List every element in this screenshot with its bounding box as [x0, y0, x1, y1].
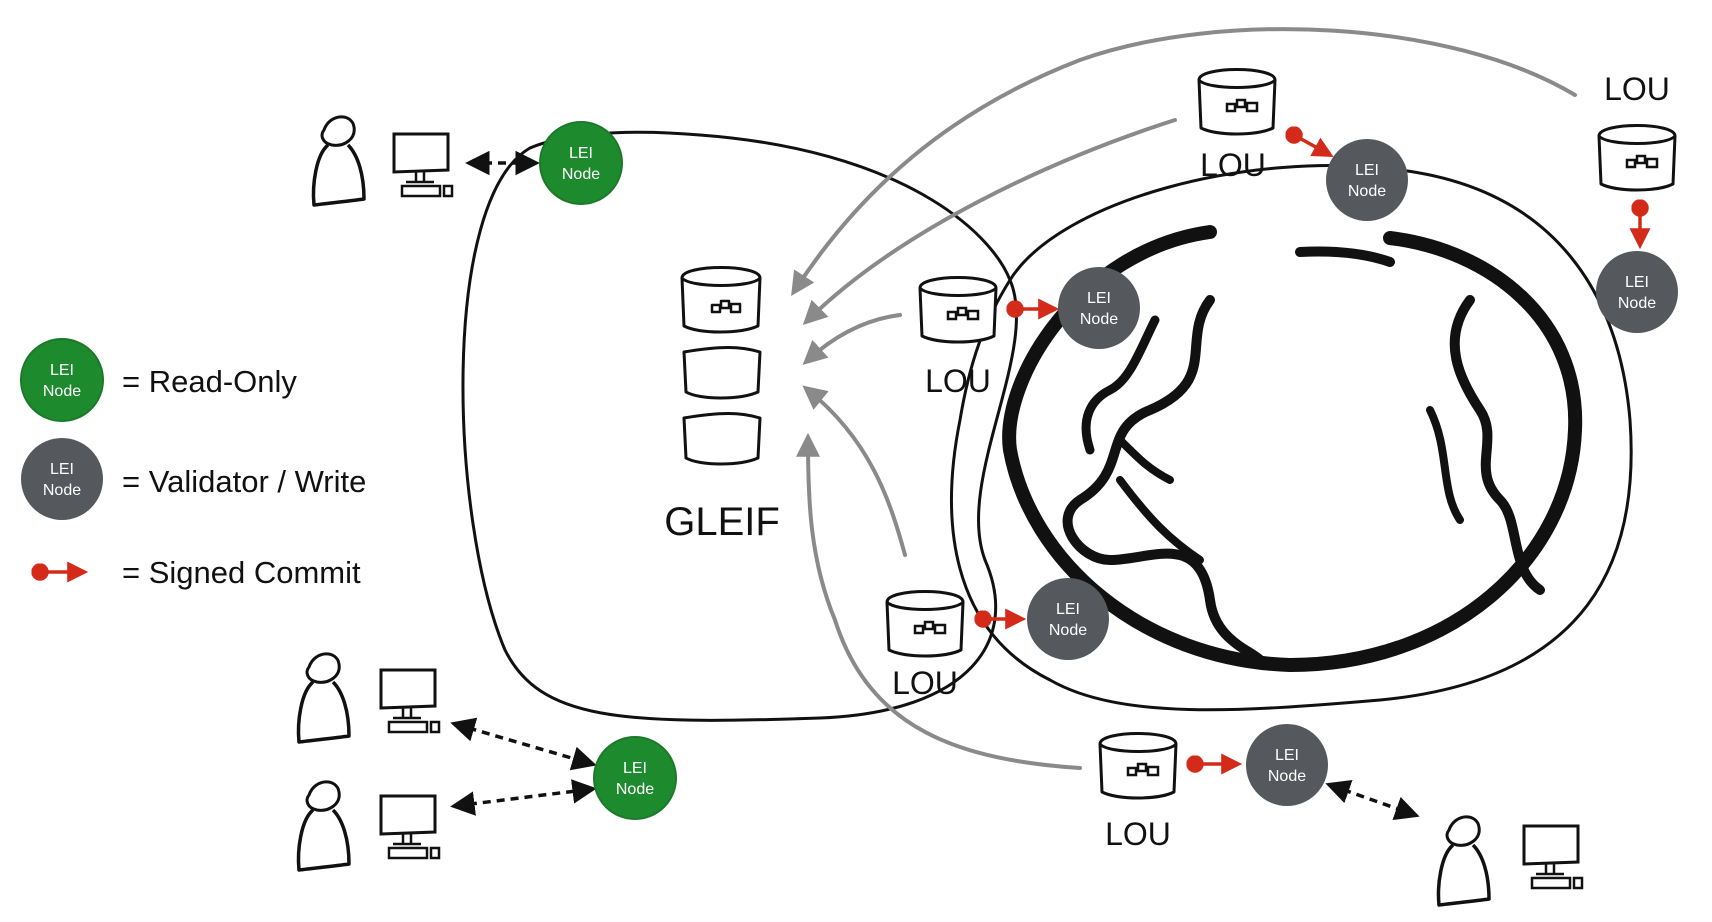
lou-label-bottom: LOU: [1105, 816, 1171, 852]
user-icon: [1436, 815, 1491, 907]
lou-label-lower: LOU: [892, 665, 958, 701]
lou-label-top-right: LOU: [1604, 71, 1670, 107]
signed-commit-arrows: [974, 126, 1651, 775]
svg-text:Node: Node: [1618, 295, 1656, 312]
svg-text:LEI: LEI: [1355, 162, 1379, 179]
gleif-database-stack: [680, 266, 762, 466]
lei-node-validator[interactable]: LEI Node: [1596, 251, 1678, 333]
database-icon: [885, 590, 965, 658]
svg-text:Node: Node: [1080, 311, 1118, 328]
svg-text:LEI: LEI: [1087, 290, 1111, 307]
svg-text:LEI: LEI: [1625, 274, 1649, 291]
lei-node-validator[interactable]: LEI Node: [1027, 578, 1109, 660]
svg-text:LEI: LEI: [50, 362, 74, 379]
legend-read-only-swatch: LEI Node: [20, 338, 104, 422]
svg-text:LEI: LEI: [623, 760, 647, 777]
legend-validator-label: = Validator / Write: [122, 464, 366, 499]
svg-text:Node: Node: [1049, 622, 1087, 639]
client-connection-arrows: [450, 150, 1420, 821]
lei-node-validator[interactable]: LEI Node: [1246, 724, 1328, 806]
lei-node-read-only[interactable]: LEI Node: [539, 121, 623, 205]
user-icon: [311, 115, 366, 207]
lou-label-top: LOU: [1200, 147, 1266, 183]
svg-text:LEI: LEI: [569, 145, 593, 162]
svg-text:LEI: LEI: [1056, 601, 1080, 618]
lou-report-arrows: [791, 27, 1577, 770]
svg-text:LEI: LEI: [1275, 747, 1299, 764]
lei-node-validator[interactable]: LEI Node: [1326, 139, 1408, 221]
lei-node-validator[interactable]: LEI Node: [1058, 267, 1140, 349]
computer-icon: [379, 668, 441, 734]
gleif-label: GLEIF: [664, 500, 780, 544]
computer-icon: [392, 132, 454, 198]
computer-icon: [379, 794, 441, 860]
user-icon: [296, 780, 351, 872]
database-icon: [1197, 68, 1277, 136]
svg-text:Node: Node: [43, 383, 81, 400]
globe-icon: [1002, 225, 1583, 673]
database-icon: [1597, 124, 1677, 192]
svg-text:Node: Node: [1348, 183, 1386, 200]
legend-read-only-label: = Read-Only: [122, 364, 297, 399]
svg-text:Node: Node: [616, 781, 654, 798]
legend-validator-swatch: LEI Node: [21, 438, 103, 520]
svg-text:LEI: LEI: [50, 461, 74, 478]
computer-icon: [1522, 824, 1584, 890]
legend: LEI Node = Read-Only LEI Node = Validato…: [20, 338, 366, 590]
lei-node-read-only[interactable]: LEI Node: [593, 736, 677, 820]
database-icon: [1098, 732, 1178, 800]
lou-label-middle: LOU: [925, 363, 991, 399]
svg-text:Node: Node: [562, 166, 600, 183]
user-icon: [296, 652, 351, 744]
legend-signed-commit-label: = Signed Commit: [122, 555, 361, 590]
svg-text:Node: Node: [1268, 768, 1306, 785]
database-icon: [918, 276, 998, 344]
svg-text:Node: Node: [43, 482, 81, 499]
